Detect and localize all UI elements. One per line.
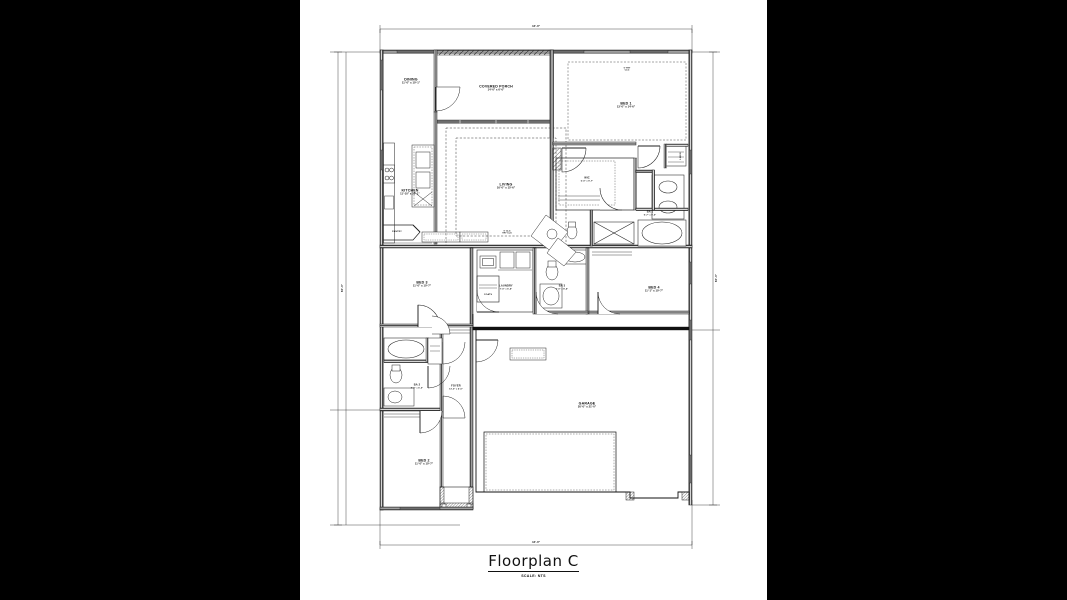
letterbox-left bbox=[0, 0, 300, 600]
floorplan-drawing bbox=[300, 0, 767, 600]
letterbox-right bbox=[767, 0, 1067, 600]
drawing-sheet: DINING 11'-0" x 10'-1" COVERED PORCH 14'… bbox=[300, 0, 767, 600]
